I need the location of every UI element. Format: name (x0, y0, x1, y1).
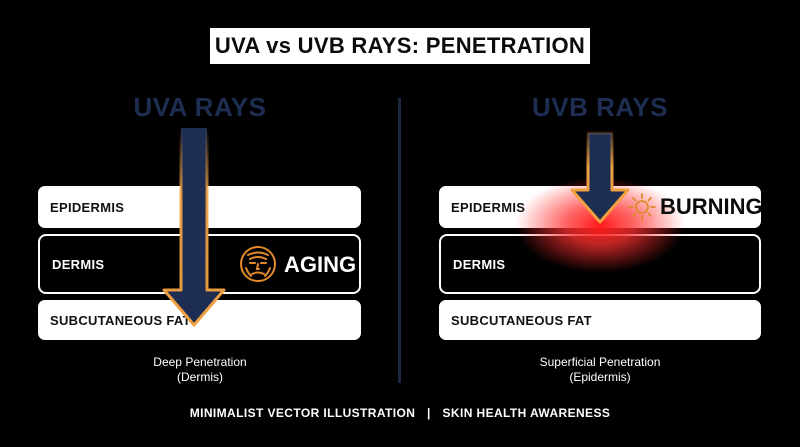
uvb-caption: Superficial Penetration (Epidermis) (490, 355, 710, 385)
center-divider (398, 98, 401, 383)
uva-caption-line2: (Dermis) (177, 370, 223, 384)
sun-icon (628, 193, 656, 221)
page-title: UVA vs UVB RAYS: PENETRATION (210, 28, 590, 64)
uvb-arrow (570, 131, 630, 224)
footer-separator: | (427, 406, 431, 420)
uvb-heading: UVB RAYS (532, 92, 668, 122)
uvb-layer-subcutaneous-fat: SUBCUTANEOUS FAT (439, 300, 761, 340)
footer-right: SKIN HEALTH AWARENESS (442, 406, 611, 420)
footer-left: MINIMALIST VECTOR ILLUSTRATION (189, 406, 416, 420)
footer: MINIMALIST VECTOR ILLUSTRATION | SKIN HE… (0, 406, 800, 420)
aging-face-icon (240, 246, 276, 282)
uvb-caption-line2: (Epidermis) (569, 370, 631, 384)
burning-label: BURNING (660, 194, 763, 219)
uvb-caption-line1: Superficial Penetration (539, 355, 661, 369)
uva-heading: UVA RAYS (133, 92, 267, 122)
uva-caption-line1: Deep Penetration (153, 355, 247, 369)
uva-caption: Deep Penetration (Dermis) (90, 355, 310, 385)
uva-arrow (162, 126, 226, 327)
aging-label: AGING (284, 252, 357, 277)
